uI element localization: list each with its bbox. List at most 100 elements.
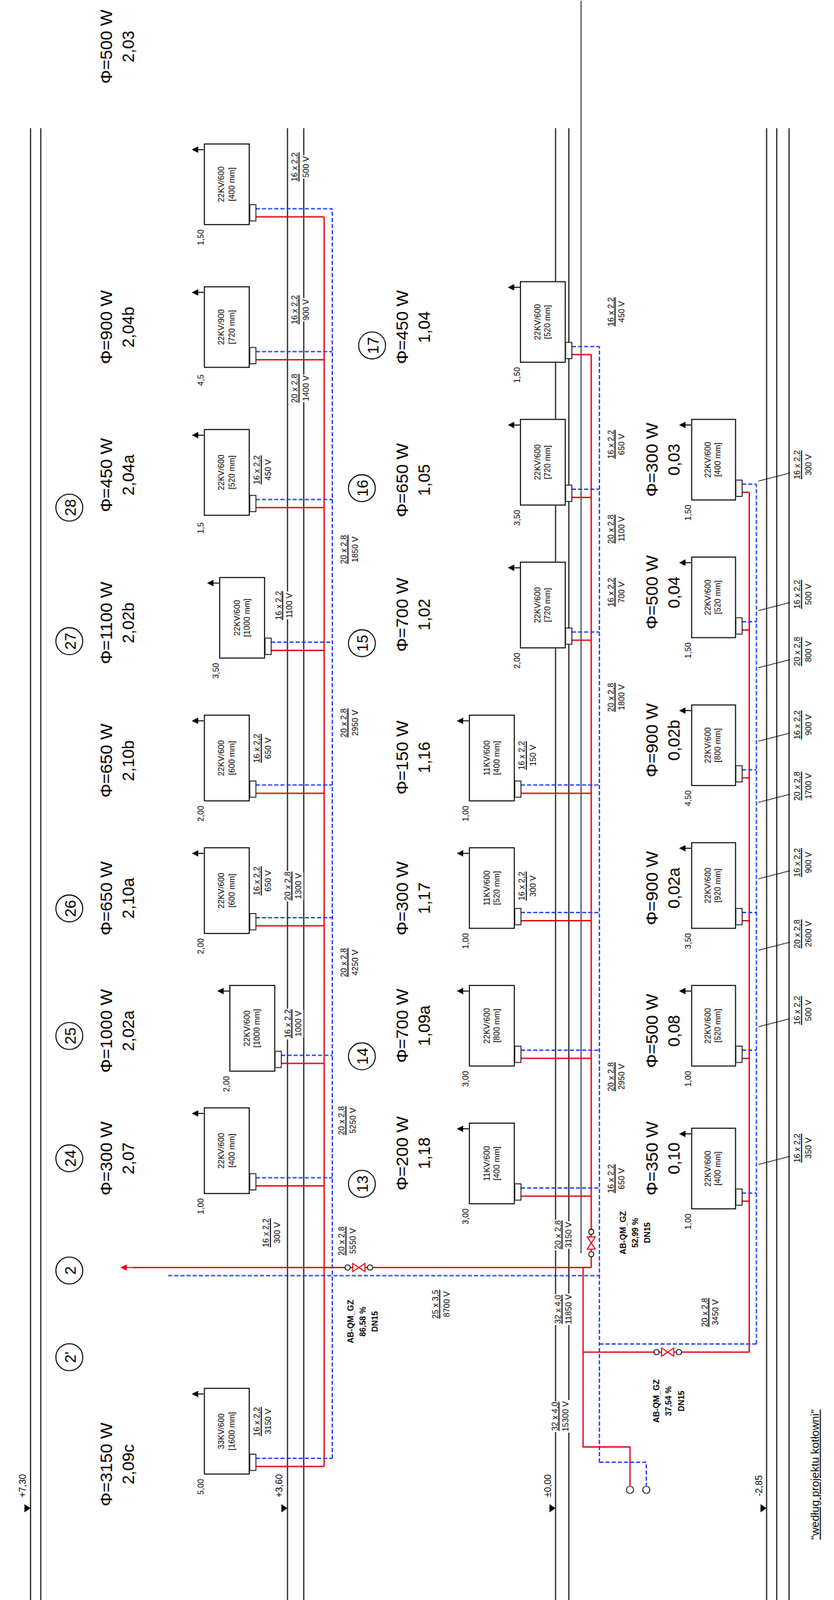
room-number-circle: 13 bbox=[347, 1169, 377, 1199]
radiator-type: 22KV/600 bbox=[532, 586, 543, 623]
radiator-box: 22KV/600[520 mm] bbox=[690, 984, 736, 1067]
callout-number: 25 bbox=[61, 1026, 77, 1044]
mounting-height: 3,00 bbox=[462, 1207, 471, 1226]
air-vent-arrow bbox=[208, 580, 214, 586]
room-number: 0,02a bbox=[665, 865, 684, 909]
basement-return-branch bbox=[599, 1342, 757, 1345]
heat-load: Φ=300 W bbox=[643, 421, 662, 498]
radiator-type: 22KV/600 bbox=[703, 1150, 714, 1186]
room-number: 0,10 bbox=[665, 1140, 684, 1175]
radiator-box: 22KV/900[720 mm] bbox=[203, 286, 250, 368]
heat-load: Φ=450 W bbox=[393, 289, 412, 366]
callout-number: 14 bbox=[354, 1047, 370, 1065]
mounting-height: 2,00 bbox=[197, 804, 206, 823]
pipe-flow: 500 V bbox=[302, 155, 312, 179]
radiator-type: 22KV/600 bbox=[703, 578, 714, 615]
pipe-flow: 15300 V bbox=[562, 1399, 571, 1432]
pipe-size: 16 x 2,2 bbox=[291, 151, 300, 183]
shutoff-valve-symbol bbox=[345, 1264, 351, 1270]
radiator-valve bbox=[566, 627, 573, 645]
pipe-size: 25 x 3,5 bbox=[432, 1288, 441, 1320]
pipe-size: 16 x 2,2 bbox=[793, 994, 803, 1026]
pipe-flow: 500 V bbox=[805, 581, 814, 606]
room-number: 2,09c bbox=[121, 1442, 139, 1485]
supply-branch bbox=[520, 919, 592, 922]
return-main bbox=[331, 208, 333, 1458]
air-vent-arrow bbox=[508, 564, 514, 570]
pipe-flow: 700 V bbox=[618, 580, 627, 604]
shutoff-valve-symbol bbox=[676, 1348, 682, 1354]
supply-branch bbox=[742, 628, 750, 631]
mounting-height: 1,00 bbox=[684, 1069, 694, 1088]
room-number: 1,16 bbox=[416, 740, 434, 775]
valve-label: AB-QM_GZ bbox=[653, 1377, 662, 1423]
radiator-type: 22KV/600 bbox=[703, 727, 714, 763]
pipe-size: 20 x 2,8 bbox=[607, 513, 617, 545]
radiator-valve bbox=[736, 908, 743, 925]
supply-branch bbox=[572, 496, 592, 498]
radiator-valve bbox=[736, 479, 743, 497]
pipe-size: 16 x 2,2 bbox=[253, 1405, 262, 1437]
pipe-size: 16 x 2,2 bbox=[793, 709, 803, 741]
supply-branch bbox=[255, 924, 324, 927]
return-branch bbox=[742, 483, 757, 486]
supply-branch bbox=[270, 649, 324, 651]
shutoff-valve-symbol bbox=[653, 1348, 660, 1354]
mounting-height: 1,50 bbox=[684, 503, 694, 522]
pipe-size: 20 x 2,8 bbox=[284, 870, 293, 902]
return-branch bbox=[255, 1176, 333, 1178]
room-number: 2,07 bbox=[121, 1140, 139, 1175]
note: "według projektu kotłowni" bbox=[809, 1407, 822, 1541]
mounting-height: 3,50 bbox=[212, 661, 221, 680]
mounting-height: 1,00 bbox=[197, 1196, 206, 1215]
air-vent-arrow bbox=[457, 987, 464, 993]
mounting-height: 1,00 bbox=[462, 931, 471, 950]
supply-branch bbox=[742, 919, 750, 922]
floor-slab-line bbox=[40, 127, 41, 1600]
radiator-valve bbox=[736, 1188, 743, 1205]
radiator-box: 11KV/600[520 mm] bbox=[469, 846, 516, 929]
room-number: 1,17 bbox=[416, 880, 434, 915]
supply-branch bbox=[742, 1057, 750, 1059]
valve-label: DN15 bbox=[371, 1309, 380, 1332]
pipe-size: 16 x 2,2 bbox=[607, 295, 617, 327]
room-number-circle: 24 bbox=[55, 1143, 85, 1173]
boiler-supply bbox=[582, 1266, 630, 1485]
pipe-flow: 3150 V bbox=[264, 1406, 274, 1435]
return-branch bbox=[255, 350, 333, 352]
supply-branch bbox=[255, 506, 324, 508]
radiator-valve bbox=[249, 494, 256, 512]
radiator-box: 22KV/600[720 mm] bbox=[519, 561, 567, 648]
room-number: 2,04b bbox=[121, 305, 139, 349]
pipe-flow: 3450 V bbox=[712, 1297, 721, 1326]
air-vent-arrow bbox=[192, 718, 199, 724]
radiator-length: [1000 mm] bbox=[242, 597, 253, 637]
leader-line bbox=[758, 732, 791, 741]
supply-branch bbox=[572, 353, 592, 355]
pipe-size: 20 x 2,8 bbox=[291, 372, 300, 404]
level-triangle bbox=[760, 1503, 767, 1512]
room-number-circle: 14 bbox=[347, 1041, 377, 1071]
radiator-valve bbox=[514, 1045, 521, 1063]
radiator-type: 22KV/900 bbox=[217, 308, 228, 345]
pipe-flow: 800 V bbox=[805, 639, 814, 663]
radiator-type: 22KV/600 bbox=[217, 166, 228, 203]
pipe-size: 16 x 2,2 bbox=[793, 578, 803, 610]
pipe-flow: 1300 V bbox=[295, 871, 304, 900]
air-vent-arrow bbox=[192, 289, 199, 296]
radiator-box: 22KV/600[600 mm] bbox=[203, 714, 250, 801]
boiler-connection bbox=[626, 1485, 634, 1493]
radiator-valve bbox=[514, 908, 521, 925]
air-vent-arrow bbox=[508, 284, 514, 290]
return-main bbox=[598, 346, 601, 1463]
mounting-height: 4,5 bbox=[197, 373, 206, 387]
air-vent-arrow bbox=[679, 707, 685, 713]
radiator-valve bbox=[264, 637, 271, 655]
air-vent-arrow bbox=[679, 1130, 685, 1136]
air-vent-arrow bbox=[508, 422, 514, 428]
air-vent-arrow bbox=[679, 987, 685, 993]
radiator-valve bbox=[736, 617, 743, 635]
valve-label: 86,58 % bbox=[359, 1304, 368, 1337]
pipe-size: 16 x 2,2 bbox=[607, 576, 617, 608]
pipe-size: 20 x 2,8 bbox=[338, 1104, 347, 1136]
